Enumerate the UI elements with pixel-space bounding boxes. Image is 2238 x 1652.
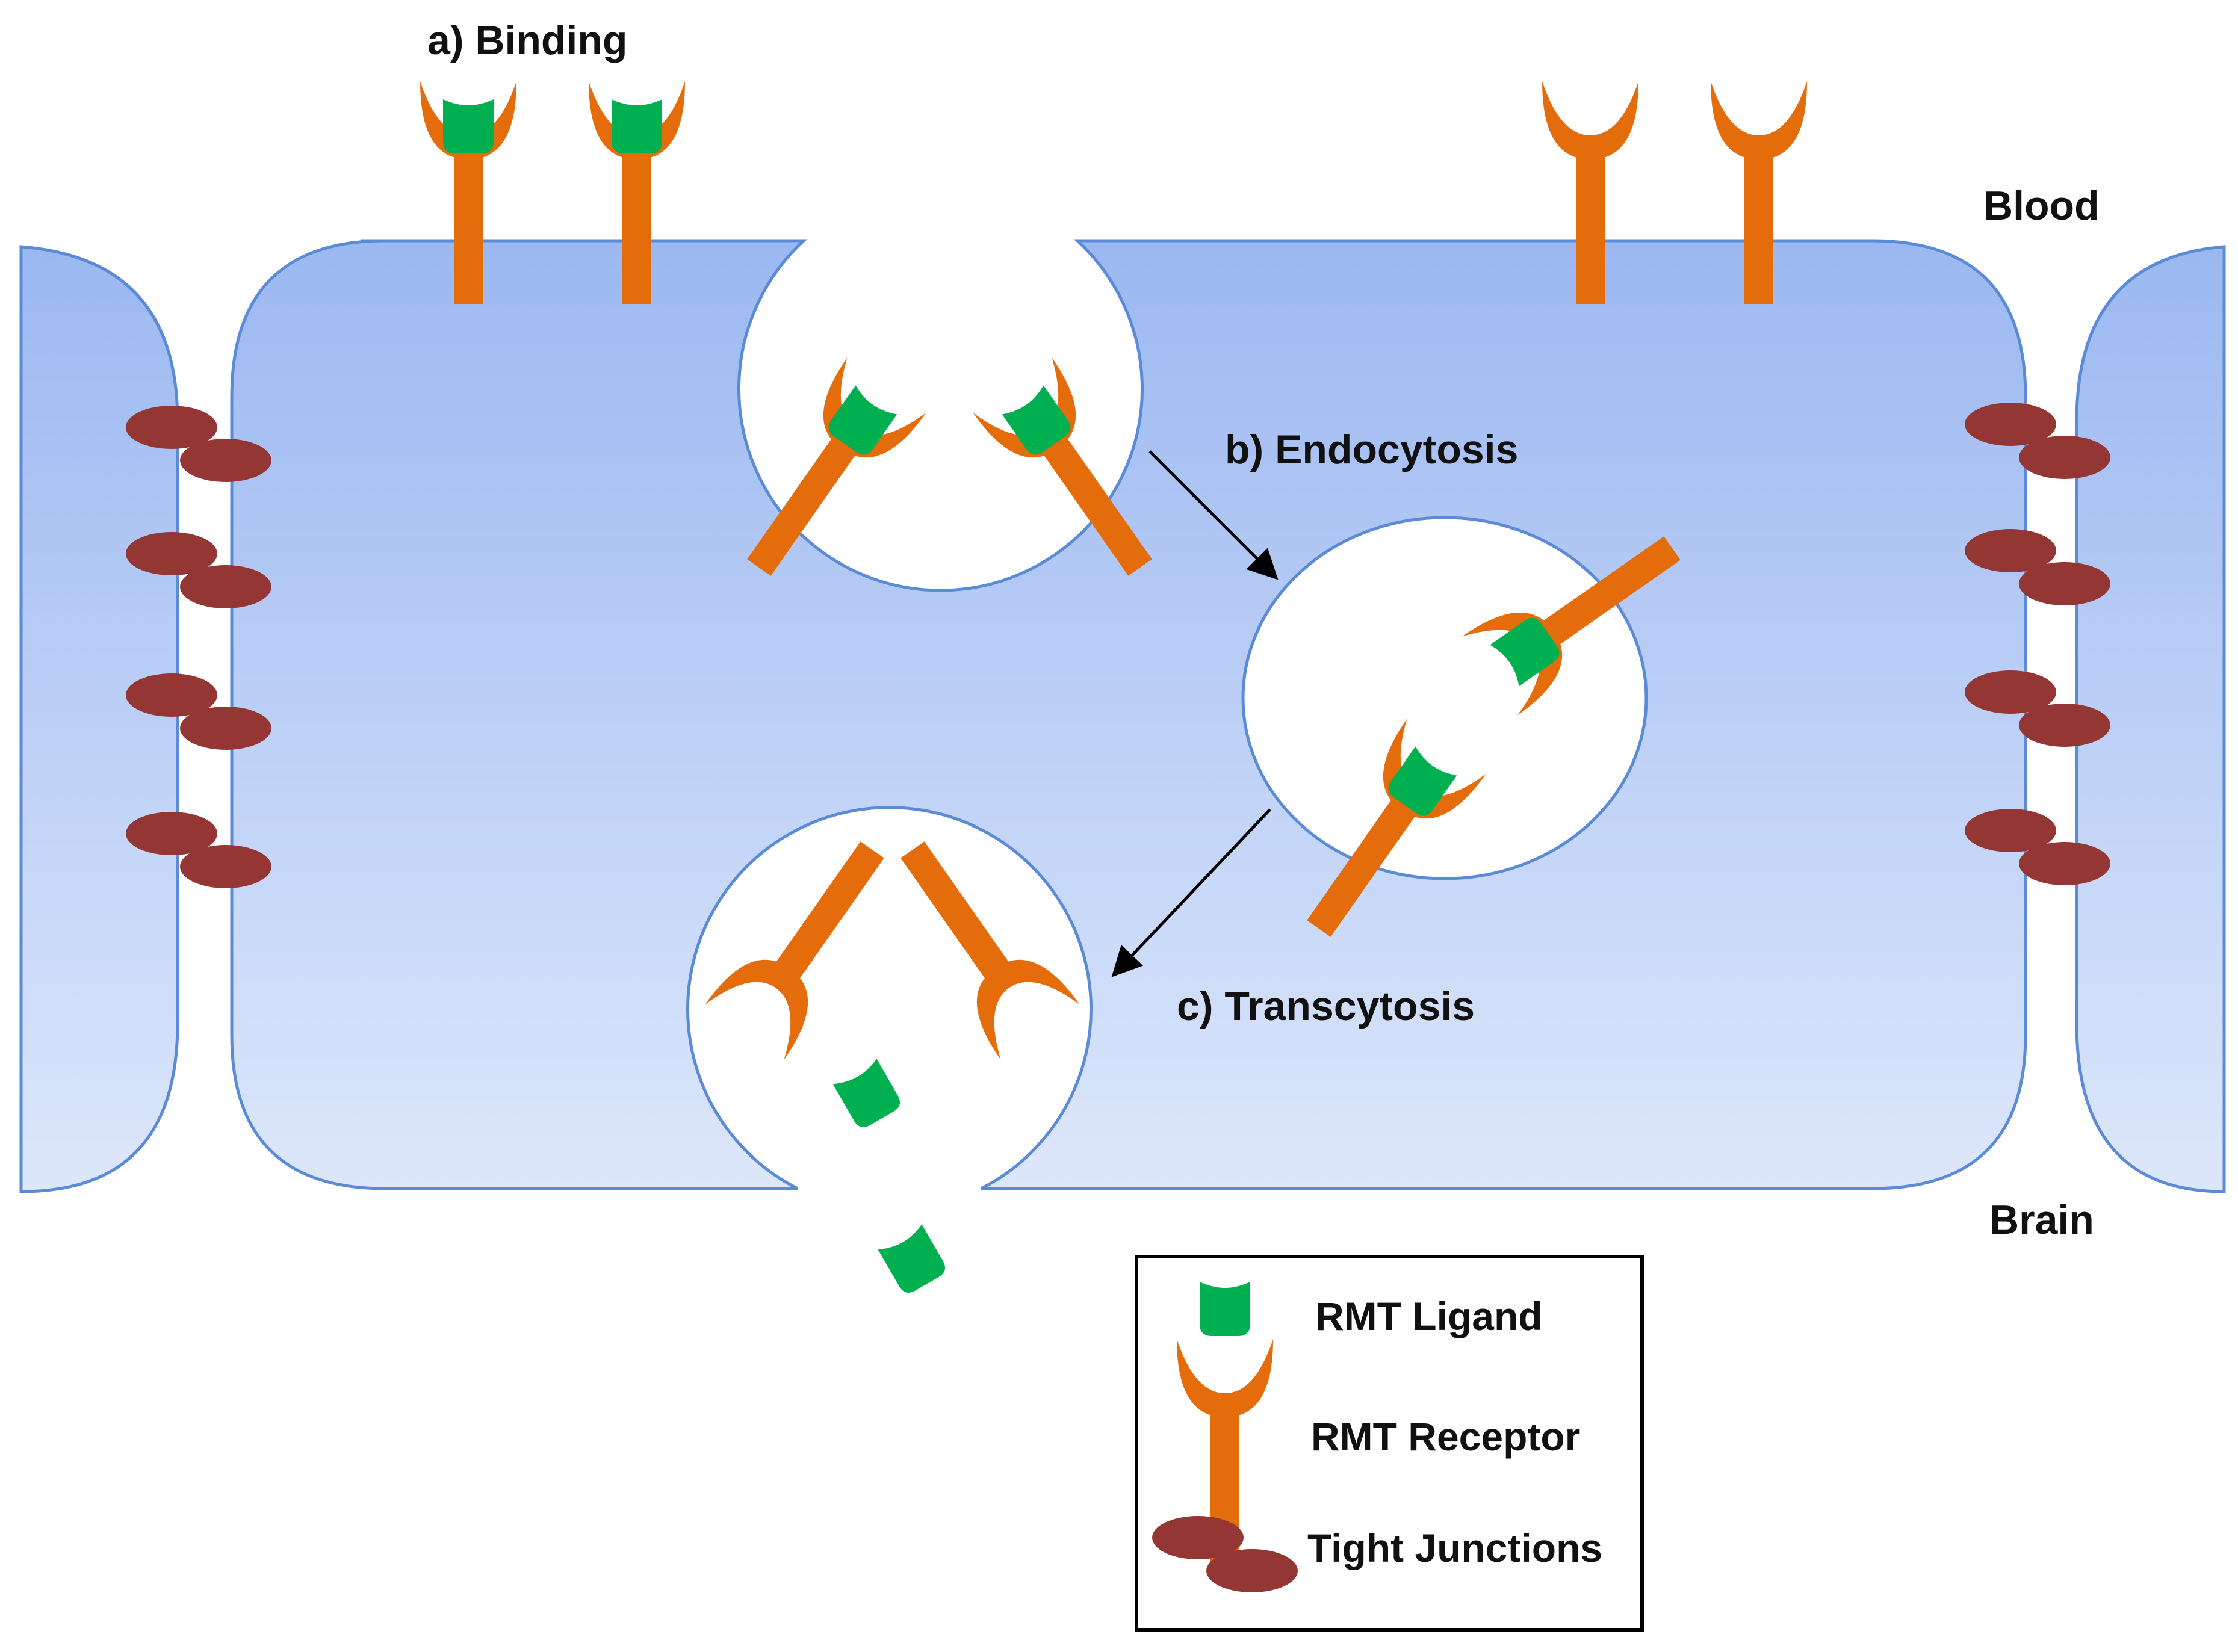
legend: RMT Ligand RMT Receptor Tight Junctions [1135, 1255, 1644, 1632]
left-neighbor-cell [19, 245, 179, 1193]
endocytic-vesicle [1241, 516, 1648, 880]
right-neighbor-cell [2075, 245, 2226, 1193]
legend-label-ligand: RMT Ligand [1315, 1294, 1543, 1338]
step-binding-label: a) Binding [427, 17, 627, 63]
step-transcytosis-label: c) Transcytosis [1177, 983, 1475, 1029]
blood-label: Blood [1983, 183, 2100, 229]
released-ligand-2 [878, 1224, 949, 1297]
legend-label-receptor: RMT Receptor [1311, 1414, 1580, 1459]
step-endocytosis-label: b) Endocytosis [1225, 427, 1518, 472]
legend-label-tight-junctions: Tight Junctions [1307, 1526, 1602, 1570]
released-ligand-1 [832, 1059, 904, 1131]
endothelial-cell [230, 239, 2027, 1190]
ligand-icon [1200, 1282, 1250, 1336]
transcytosis-arrow [1111, 808, 1271, 977]
brain-label: Brain [1989, 1197, 2094, 1243]
endocytosis-arrow [1148, 450, 1279, 580]
